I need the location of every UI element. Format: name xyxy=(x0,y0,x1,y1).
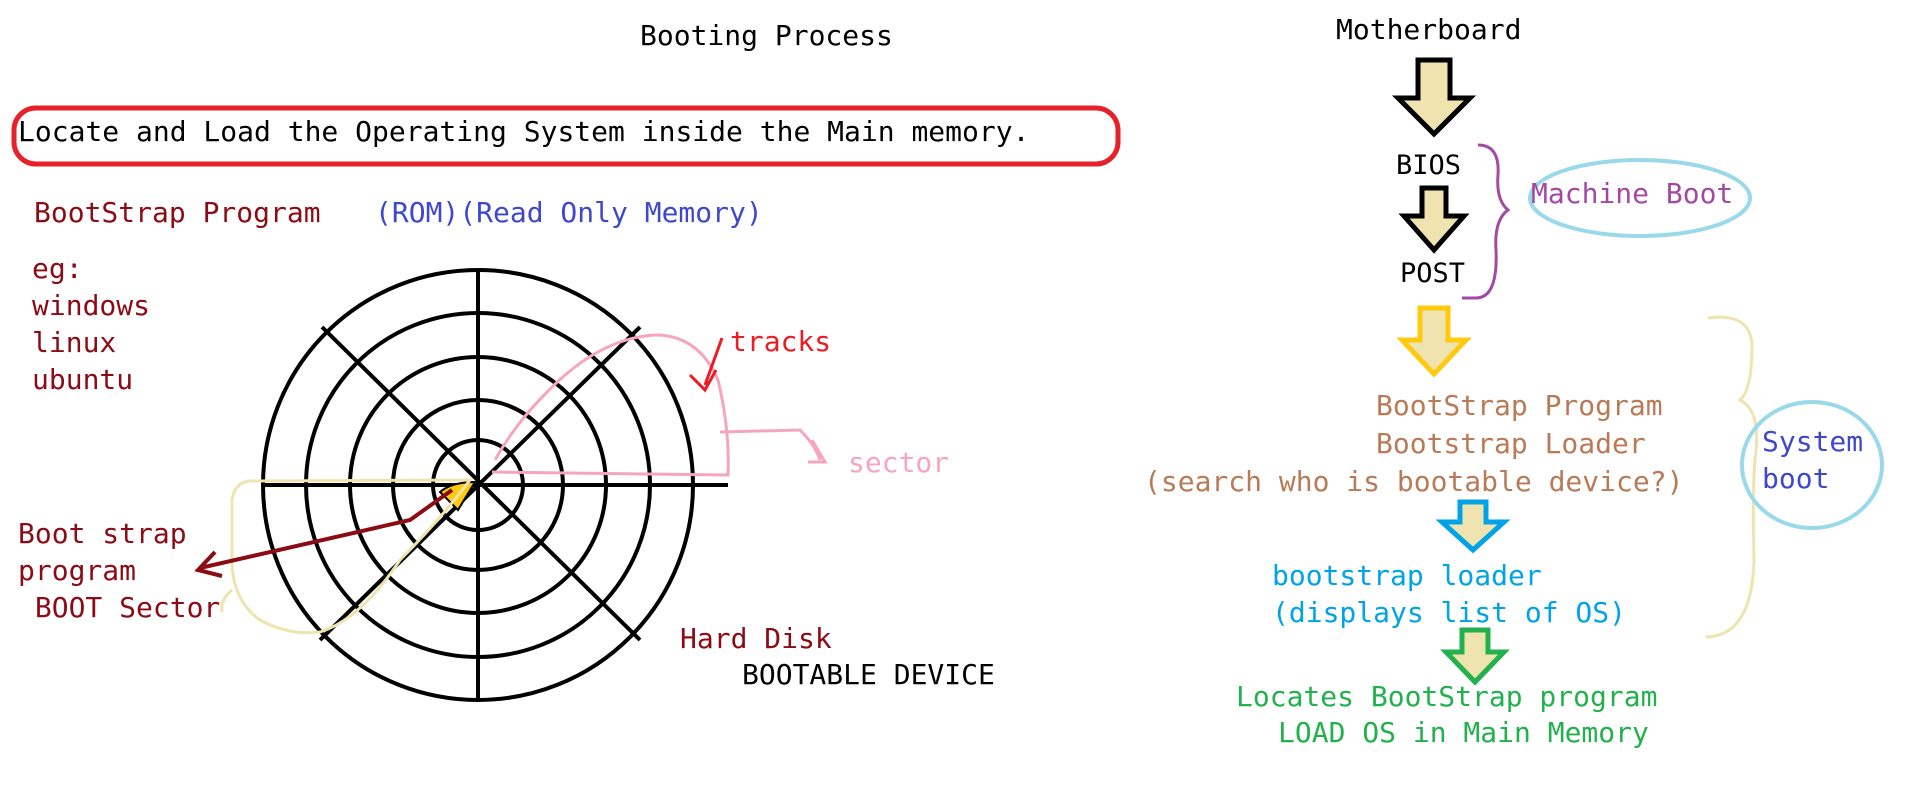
flow-arrow-2 xyxy=(1398,185,1470,254)
tracks-label: tracks xyxy=(730,325,832,358)
flow-arrow-1 xyxy=(1391,57,1477,138)
bootstrap-loader-step: Bootstrap Loader xyxy=(1376,427,1646,460)
post-label: POST xyxy=(1400,258,1466,289)
motherboard-label: Motherboard xyxy=(1336,13,1522,46)
machine-boot-label: Machine Boot xyxy=(1531,177,1734,210)
hard-disk-drawing xyxy=(261,268,728,702)
flow-arrow-5 xyxy=(1440,627,1510,686)
bootstrap-program-label: BootStrap Program xyxy=(34,196,321,229)
boot-sector-pointer-arrow xyxy=(194,488,454,578)
loader-step-line-2: (displays list of OS) xyxy=(1272,596,1627,629)
sector-outline xyxy=(491,333,730,477)
hard-disk-label: Hard Disk xyxy=(680,622,832,655)
flow-arrow-4 xyxy=(1435,499,1511,554)
search-bootable-step: (search who is bootable device?) xyxy=(1144,465,1684,498)
system-boot-label-line-2: boot xyxy=(1762,462,1830,495)
tracks-pointer-arrow xyxy=(688,337,724,393)
system-boot-ellipse xyxy=(1740,400,1884,530)
final-step-line-1: Locates BootStrap program xyxy=(1236,680,1658,713)
sector-pointer-arrow xyxy=(719,428,828,464)
loader-step-line-1: bootstrap loader xyxy=(1272,559,1542,592)
definition-box xyxy=(11,105,1121,167)
example-heading: eg: xyxy=(32,252,83,285)
boot-region-tail xyxy=(220,588,233,613)
final-step-line-2: LOAD OS in Main Memory xyxy=(1278,716,1649,749)
system-boot-brace xyxy=(1705,315,1759,639)
bootstrap-program-step: BootStrap Program xyxy=(1376,389,1663,422)
page-title: Booting Process xyxy=(640,19,893,52)
definition-text: Locate and Load the Operating System ins… xyxy=(18,115,1030,148)
example-ubuntu: ubuntu xyxy=(32,363,134,396)
sector-line-diagonal-2 xyxy=(318,325,642,642)
boot-sector-label: BOOT Sector xyxy=(18,591,221,624)
example-linux: linux xyxy=(32,326,117,359)
boot-strap-label-line-1: Boot strap xyxy=(18,517,187,550)
flow-arrow-3 xyxy=(1396,305,1472,378)
machine-boot-brace xyxy=(1462,143,1511,300)
system-boot-label-line-1: System xyxy=(1762,425,1864,458)
rom-label: (ROM)(Read Only Memory) xyxy=(375,196,763,229)
boot-strap-label-line-2: program xyxy=(18,554,137,587)
bios-label: BIOS xyxy=(1396,150,1462,181)
bootable-device-label: BOOTABLE DEVICE xyxy=(742,658,995,691)
machine-boot-ellipse xyxy=(1528,158,1752,238)
example-windows: windows xyxy=(32,289,151,322)
boot-region-outline xyxy=(230,478,474,635)
sector-label: sector xyxy=(848,446,950,479)
